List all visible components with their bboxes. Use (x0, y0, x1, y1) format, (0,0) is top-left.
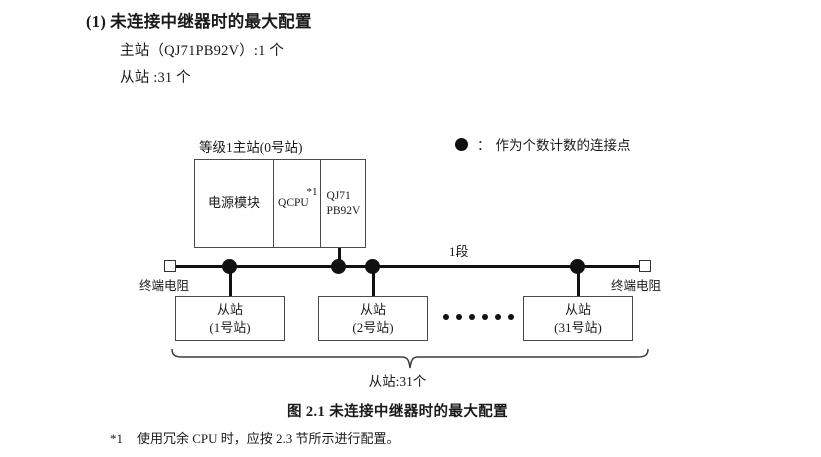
master-station-label: 等级1主站(0号站) (199, 140, 303, 155)
figure-caption-text: 图 2.1 未连接中继器时的最大配置 (286, 404, 509, 420)
slave-station-box: 从站 (31号站) (523, 296, 633, 341)
slave-station-name: 从站 (564, 302, 591, 318)
legend-colon: ： (477, 138, 491, 153)
network-module: QJ71 PB92V (321, 160, 365, 247)
connection-point-dot-icon (331, 259, 346, 274)
section-number: (1) (86, 12, 107, 31)
slave-drop-line (576, 266, 580, 297)
ellipsis-dots (443, 314, 514, 320)
connection-point-dot-icon (455, 137, 468, 151)
cpu-footnote-mark: *1 (306, 186, 318, 198)
slave-station-box: 从站 (2号站) (318, 296, 428, 341)
slave-group-total-label: 从站:31个 (0, 370, 821, 390)
footnote-text: 使用冗余 CPU 时，应按 2.3 节所示进行配置。 (137, 431, 400, 446)
ellipsis-dot-icon (508, 314, 514, 320)
slave-station-name: 从站 (359, 302, 386, 318)
spec-master-count: 主站（QJ71PB92V）:1 个 (120, 43, 285, 59)
section-heading: (1)未连接中继器时的最大配置 (86, 8, 312, 32)
network-module-label-line1: QJ71 (326, 190, 351, 203)
spec-slave-count: 从站 :31 个 (120, 70, 191, 86)
power-supply-module-label: 电源模块 (208, 195, 261, 211)
terminating-resistor-right-icon (639, 260, 651, 272)
terminating-resistor-right-label: 终端电阻 (611, 279, 662, 293)
ellipsis-dot-icon (495, 314, 501, 320)
segment-label: 1段 (449, 244, 469, 259)
ellipsis-dot-icon (469, 314, 475, 320)
slave-station-number: (31号站) (554, 319, 602, 335)
ellipsis-dot-icon (482, 314, 488, 320)
ellipsis-dot-icon (456, 314, 462, 320)
bus-trunk-line (175, 264, 641, 269)
figure-caption: 图 2.1 未连接中继器时的最大配置 (0, 400, 821, 421)
slave-drop-line (371, 266, 375, 297)
legend-label: 作为个数计数的连接点 (495, 138, 631, 153)
legend: ： 作为个数计数的连接点 (455, 134, 631, 154)
cpu-module: QCPU *1 (274, 160, 322, 247)
terminating-resistor-left-icon (164, 260, 176, 272)
slave-station-number: (1号站) (209, 319, 251, 335)
ellipsis-dot-icon (443, 314, 449, 320)
cpu-module-label: QCPU (278, 197, 309, 210)
section-title: 未连接中继器时的最大配置 (110, 12, 312, 31)
power-supply-module: 电源模块 (195, 160, 275, 247)
slave-station-box: 从站 (1号站) (175, 296, 285, 341)
slave-group-total-text: 从站:31个 (368, 374, 427, 389)
slave-drop-line (228, 266, 232, 297)
network-module-label-line2: PB92V (326, 204, 361, 217)
footnote-mark: *1 (110, 431, 123, 446)
slave-group-brace (171, 348, 649, 369)
master-module-rack: 电源模块 QCPU *1 QJ71 PB92V (194, 159, 366, 248)
slave-station-name: 从站 (216, 302, 243, 318)
footnote: *1 使用冗余 CPU 时，应按 2.3 节所示进行配置。 (110, 428, 400, 447)
slave-station-number: (2号站) (352, 319, 394, 335)
terminating-resistor-left-label: 终端电阻 (139, 279, 190, 293)
